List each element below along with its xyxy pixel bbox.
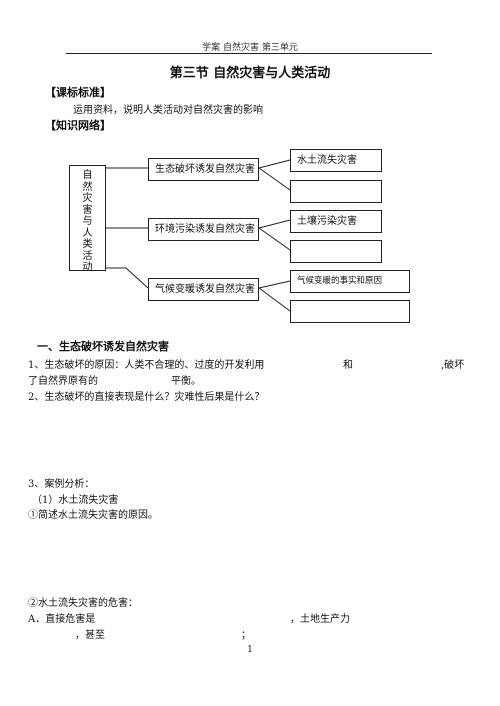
branch-box-2: 环境污染诱发自然灾害 xyxy=(148,218,259,241)
curriculum-heading: 【课标标准】 xyxy=(45,86,111,99)
page-title: 第三节 自然灾害与人类活动 xyxy=(169,66,331,81)
connector-b2-leaf1 xyxy=(258,219,291,229)
section1-heading: 一、生态破坏诱发自然灾害 xyxy=(37,340,169,353)
branch-box-1: 生态破坏诱发自然灾害 xyxy=(148,158,259,181)
connector-root-branch3-b xyxy=(125,267,149,289)
case1-question2: ②水土流失灾害的危害： xyxy=(28,598,138,609)
running-header: 学案 自然灾害 第三单元 xyxy=(202,43,298,53)
item-a-middle: ，土地生产力 xyxy=(290,614,350,625)
leaf-box-3-1: 气候变暖的事实和原因 xyxy=(290,270,410,293)
case1-question1: ①简述水土流失灾害的原因。 xyxy=(28,510,158,521)
case1-heading: （1）水土流失灾害 xyxy=(32,495,119,506)
item-a-label: A．直接危害是 xyxy=(28,614,96,625)
network-root-label: 自然灾害与人类活动 xyxy=(82,170,93,273)
connector-b2-leaf2 xyxy=(258,227,291,251)
q3-heading: 3、案例分析： xyxy=(28,479,95,490)
q1-line2-end: 平衡。 xyxy=(171,376,201,387)
branch-box-3: 气候变暖诱发自然灾害 xyxy=(148,278,259,301)
leaf-box-1-1: 水土流失灾害 xyxy=(290,149,382,172)
item-a-line2: ，甚至 xyxy=(75,630,105,641)
q1-line1-text: 1、生态破坏的原因：人类不合理的、过度的开发利用 xyxy=(28,360,265,371)
connector-b3-leaf1 xyxy=(258,280,291,289)
leaf-box-1-2-blank xyxy=(290,180,382,203)
leaf-box-2-2-blank xyxy=(290,240,382,263)
q1-line1-end: ,破坏 xyxy=(441,360,465,371)
leaf-box-3-2-blank xyxy=(290,300,410,323)
q1-line2-text: 了自然界原有的 xyxy=(28,376,98,387)
connector-b1-leaf1 xyxy=(258,159,291,169)
item-a-end: ； xyxy=(241,630,251,641)
network-root-box: 自然灾害与人类活动 xyxy=(69,165,106,273)
leaf-box-2-1: 土壤污染灾害 xyxy=(290,210,382,233)
q1-line1-and: 和 xyxy=(343,360,353,371)
header-rule xyxy=(66,53,432,54)
connector-b3-leaf2 xyxy=(258,287,291,312)
page-number: 1 xyxy=(247,645,253,655)
connector-b1-leaf2 xyxy=(258,167,291,191)
curriculum-text: 运用资料，说明人类活动对自然灾害的影响 xyxy=(73,105,263,116)
q2-text: 2、生态破坏的直接表现是什么？灾难性后果是什么？ xyxy=(28,392,265,403)
network-heading: 【知识网络】 xyxy=(45,119,111,132)
